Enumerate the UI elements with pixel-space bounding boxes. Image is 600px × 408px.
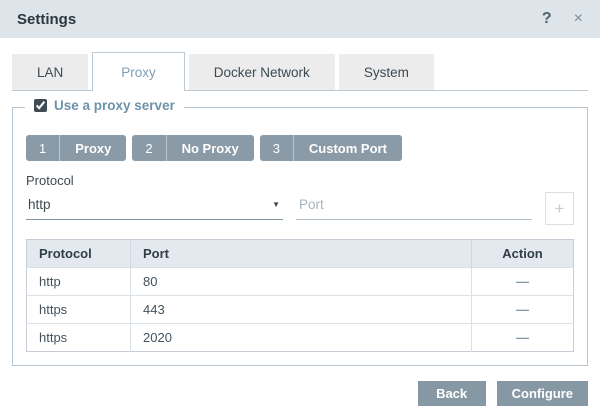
- shortcut-divider: [59, 135, 61, 161]
- close-icon[interactable]: ×: [573, 10, 583, 27]
- configure-button[interactable]: Configure: [496, 381, 588, 406]
- tab-docker-network[interactable]: Docker Network: [188, 54, 335, 90]
- use-proxy-legend: Use a proxy server: [25, 98, 184, 113]
- table-row: http 80 —: [26, 267, 574, 296]
- shortcut-label: Custom Port: [308, 140, 387, 156]
- remove-row-action[interactable]: —: [471, 295, 574, 324]
- shortcut-proxy-button[interactable]: 1 Proxy: [26, 135, 127, 161]
- port-field: [296, 196, 532, 220]
- shortcut-divider: [292, 135, 294, 161]
- table-row: https 443 —: [26, 295, 574, 324]
- tab-proxy[interactable]: Proxy: [92, 52, 185, 91]
- plus-icon: +: [554, 199, 565, 218]
- proxy-panel: Use a proxy server 1 Proxy 2 No Proxy 3 …: [12, 98, 588, 366]
- shortcut-label: Proxy: [75, 140, 112, 156]
- protocol-select[interactable]: http ▼: [26, 197, 283, 220]
- help-icon[interactable]: ?: [541, 10, 552, 27]
- add-port-form: Protocol http ▼ +: [26, 173, 574, 225]
- add-port-button[interactable]: +: [545, 192, 574, 225]
- cell-protocol: https: [26, 323, 131, 352]
- shortcut-number: 3: [272, 140, 280, 156]
- titlebar: Settings ? ×: [0, 0, 600, 38]
- shortcut-divider: [165, 135, 167, 161]
- table-row: https 2020 —: [26, 323, 574, 352]
- use-proxy-label: Use a proxy server: [54, 98, 175, 113]
- column-header-action: Action: [471, 239, 574, 268]
- proxy-mode-shortcuts: 1 Proxy 2 No Proxy 3 Custom Port: [26, 135, 574, 161]
- cell-port: 80: [130, 267, 472, 296]
- use-proxy-checkbox[interactable]: [34, 99, 47, 112]
- shortcut-custom-port-button[interactable]: 3 Custom Port: [259, 135, 402, 161]
- back-button[interactable]: Back: [417, 381, 486, 406]
- table-header-row: Protocol Port Action: [26, 239, 574, 268]
- footer-actions: Back Configure: [12, 381, 588, 406]
- tab-system[interactable]: System: [338, 54, 434, 90]
- shortcut-no-proxy-button[interactable]: 2 No Proxy: [132, 135, 254, 161]
- protocol-field: Protocol http ▼: [26, 173, 283, 220]
- column-header-port: Port: [130, 239, 472, 268]
- shortcut-number: 1: [39, 140, 47, 156]
- chevron-down-icon: ▼: [272, 200, 280, 209]
- tab-lan[interactable]: LAN: [12, 54, 89, 90]
- proxy-ports-table: Protocol Port Action http 80 — https 443…: [26, 239, 574, 352]
- protocol-selected-value: http: [28, 197, 51, 212]
- dialog-title: Settings: [17, 10, 77, 28]
- port-input[interactable]: [296, 197, 532, 220]
- shortcut-label: No Proxy: [181, 140, 239, 156]
- remove-row-action[interactable]: —: [471, 267, 574, 296]
- cell-port: 2020: [130, 323, 472, 352]
- tab-bar: LAN Proxy Docker Network System: [12, 52, 588, 91]
- cell-port: 443: [130, 295, 472, 324]
- remove-row-action[interactable]: —: [471, 323, 574, 352]
- cell-protocol: https: [26, 295, 131, 324]
- column-header-protocol: Protocol: [26, 239, 131, 268]
- cell-protocol: http: [26, 267, 131, 296]
- protocol-label: Protocol: [26, 173, 74, 188]
- shortcut-number: 2: [145, 140, 153, 156]
